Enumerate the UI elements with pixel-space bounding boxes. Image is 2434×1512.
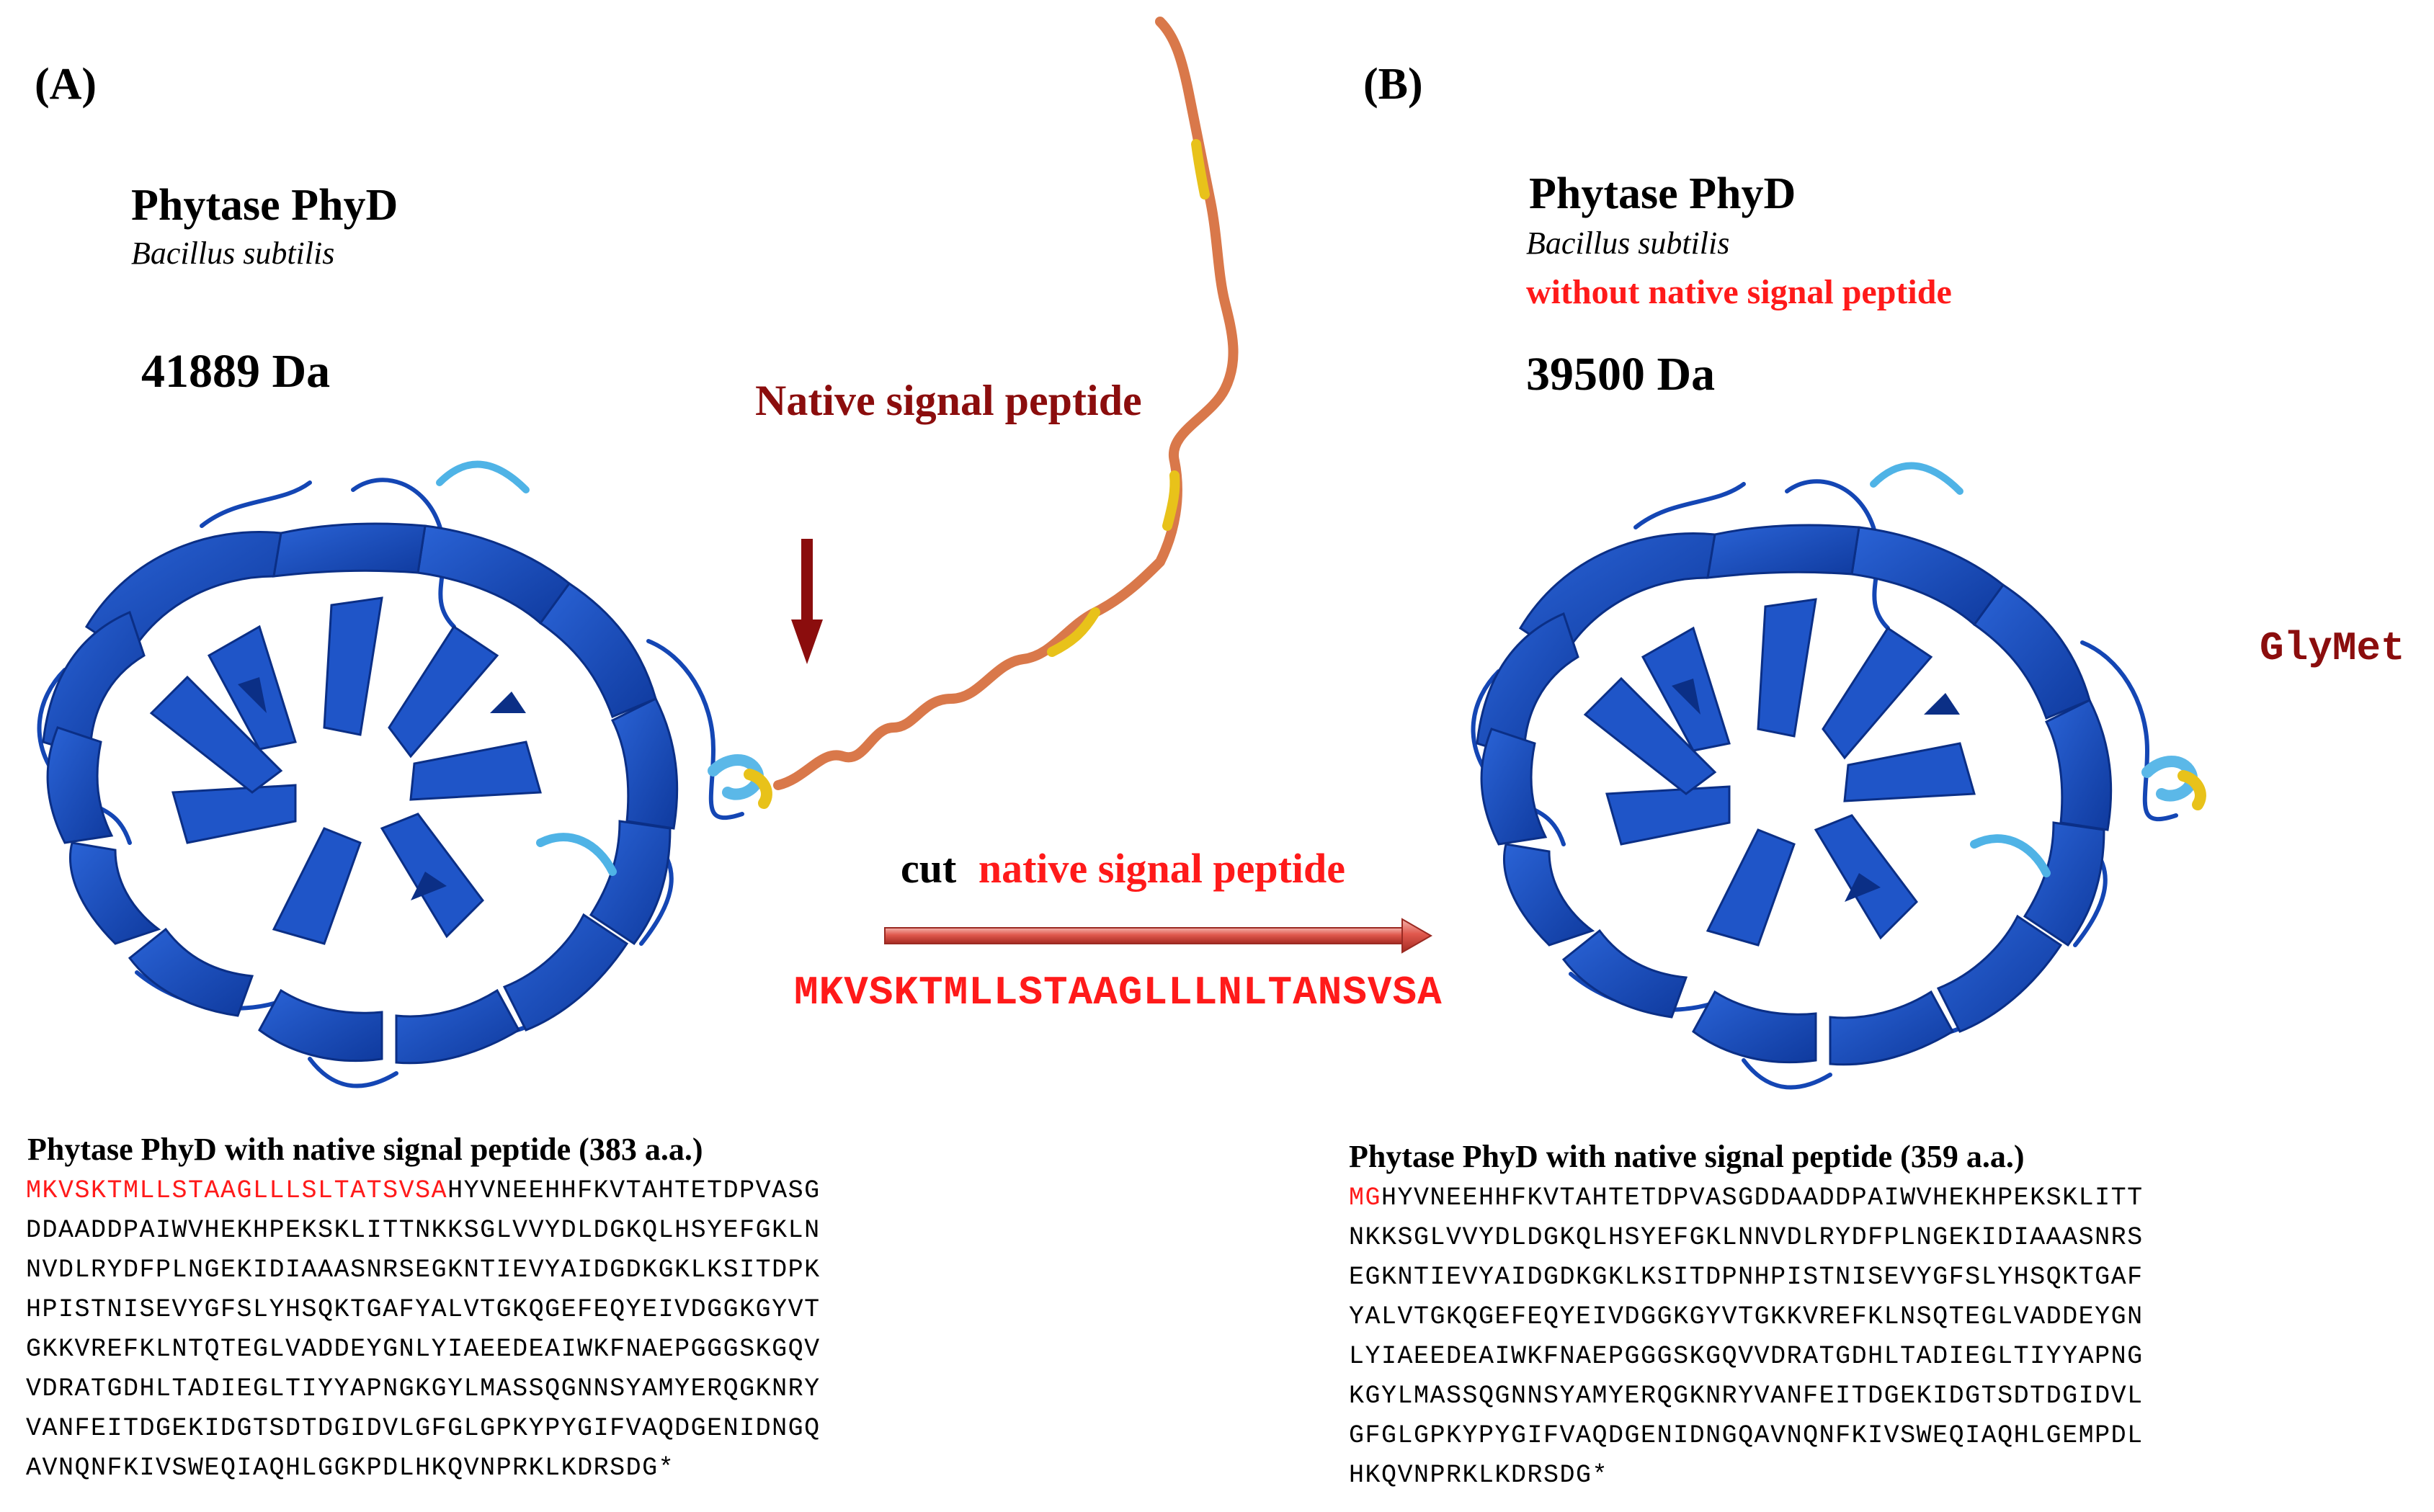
sequence-b-line-3: EGKNTIEVYAIDGDKGKLKSITDPNHPISTNISEVYGFSL… [1349, 1263, 2144, 1292]
sequence-b: MGHYVNEEHHFKVTAHTETDPVASGDDAADDPAIWVHEKH… [1349, 1178, 2144, 1495]
native-signal-peptide-label: Native signal peptide [755, 377, 1142, 424]
sequence-a-signal: MKVSKTMLLSTAAGLLLSLTATSVSA [26, 1176, 448, 1205]
cut-signal-label: native signal peptide [978, 845, 1345, 892]
sequence-b-line-7: GFGLGPKYPYGIFVAQDGENIDNGQAVNQNFKIVSWEQIA… [1349, 1421, 2144, 1450]
mass-a: 41889 Da [141, 345, 331, 398]
protein-structure-a [40, 465, 767, 1086]
sequence-a: MKVSKTMLLSTAAGLLLSLTATSVSAHYVNEEHHFKVTAH… [26, 1171, 821, 1488]
sequence-a-title: Phytase PhyD with native signal peptide … [27, 1132, 703, 1167]
sequence-b-line-4: YALVTGKQGEFEQYEIVDGGKGYVTGKKVREFKLNSQTEG… [1349, 1302, 2144, 1331]
sequence-b-line-2: NKKSGLVVYDLDGKQLHSYEFGKLNNVDLRYDFPLNGEKI… [1349, 1223, 2144, 1252]
sequence-a-line-5: GKKVREFKLNTQTEGLVADDEYGNLYIAEEDEAIWKFNAE… [26, 1335, 821, 1364]
protein-title-a: Phytase PhyD [131, 181, 398, 230]
species-a: Bacillus subtilis [131, 236, 335, 271]
panel-label-b: (B) [1363, 60, 1423, 109]
panel-label-a: (A) [35, 60, 97, 109]
sequence-b-line-5: LYIAEEDEAIWKFNAEPGGGSKGQVVDRATGDHLTADIEG… [1349, 1342, 2144, 1371]
protein-title-b: Phytase PhyD [1529, 169, 1796, 218]
cut-label: cut native signal peptide [901, 844, 1345, 893]
sequence-b-line-8: HKQVNPRKLKDRSDG* [1349, 1461, 1609, 1490]
protein-structure-b [1474, 466, 2201, 1088]
without-signal-note: without native signal peptide [1526, 273, 1952, 311]
sequence-a-line-3: NVDLRYDFPLNGEKIDIAAASNRSEGKNTIEVYAIDGDKG… [26, 1256, 821, 1284]
sequence-b-start: MG [1349, 1184, 1382, 1212]
species-b: Bacillus subtilis [1526, 225, 1730, 261]
signal-peptide-sequence: MKVSKTMLLSTAAGLLLNLTANSVSA [794, 970, 1443, 1016]
cut-arrow [884, 918, 1433, 954]
mass-b: 39500 Da [1526, 348, 1716, 401]
cleavage-site-arrow [791, 539, 823, 664]
sequence-a-line-6: VDRATGDHLTADIEGLTIYYAPNGKGYLMASSQGNNSYAM… [26, 1374, 821, 1403]
sequence-a-line-1: HYVNEEHHFKVTAHTETDPVASG [447, 1176, 821, 1205]
sequence-a-line-4: HPISTNISEVYGFSLYHSQKTGAFYALVTGKQGEFEQYEI… [26, 1295, 821, 1324]
cut-prefix: cut [901, 845, 957, 892]
sequence-b-line-1: HYVNEEHHFKVTAHTETDPVASGDDAADDPAIWVHEKHPE… [1381, 1184, 2144, 1212]
sequence-a-line-2: DDAADDPAIWVHEKHPEKSKLITTNKKSGLVVYDLDGKQL… [26, 1216, 821, 1245]
sequence-a-line-7: VANFEITDGEKIDGTSDTDGIDVLGFGLGPKYPYGIFVAQ… [26, 1414, 821, 1443]
signal-peptide-chain [773, 17, 1239, 790]
sequence-b-line-6: KGYLMASSQGNNSYAMYERQGKNRYVANFEITDGEKIDGT… [1349, 1382, 2144, 1410]
glymet-label: GlyMet [2260, 625, 2405, 671]
sequence-a-line-8: AVNQNFKIVSWEQIAQHLGGKPDLHKQVNPRKLKDRSDG* [26, 1454, 675, 1482]
sequence-b-title: Phytase PhyD with native signal peptide … [1349, 1139, 2025, 1174]
